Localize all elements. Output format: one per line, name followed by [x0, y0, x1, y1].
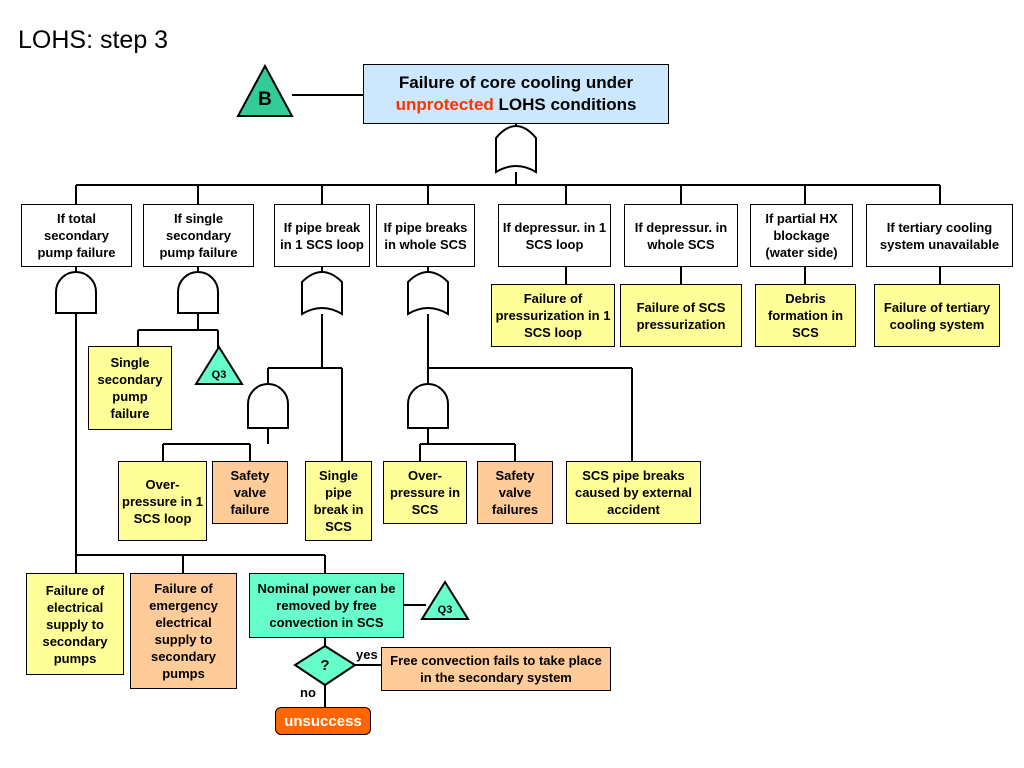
event-safety-valves: Safety valve failures [477, 461, 553, 524]
top-event-rest: LOHS conditions [493, 95, 637, 114]
event-single-pump-failure: Single secondary pump failure [88, 346, 172, 430]
event-free-convection-fails: Free convection fails to take place in t… [381, 647, 611, 691]
top-event-red: unprotected [395, 95, 494, 114]
and-gate-icon-2 [177, 271, 219, 314]
transfer-triangle-icon [236, 63, 294, 117]
condition-single-pump: If single secondary pump failure [143, 204, 254, 267]
event-debris-formation: Debris formation in SCS [755, 284, 856, 347]
condition-pipe-break-whole: If pipe breaks in whole SCS [376, 204, 475, 267]
condition-depressur-whole: If depressur. in whole SCS [624, 204, 738, 267]
transfer-b-label: B [258, 89, 272, 110]
event-safety-valve: Safety valve failure [212, 461, 288, 524]
q3-label-2: Q3 [438, 604, 453, 616]
q3-triangle-icon [194, 345, 244, 385]
event-fail-tertiary: Failure of tertiary cooling system [874, 284, 1000, 347]
outcome-unsuccess: unsuccess [275, 707, 371, 735]
and-gate-icon-4 [407, 383, 449, 429]
or-gate-icon-2 [301, 271, 343, 316]
top-event-box: Failure of core cooling under unprotecte… [363, 64, 669, 124]
condition-depressur-loop: If depressur. in 1 SCS loop [498, 204, 611, 267]
or-gate-icon [495, 125, 537, 174]
event-overpressure-scs: Over-pressure in SCS [383, 461, 467, 524]
event-overpressure-loop: Over-pressure in 1 SCS loop [118, 461, 207, 541]
event-nominal-power: Nominal power can be removed by free con… [249, 573, 404, 638]
top-event-line1: Failure of core cooling under [398, 73, 634, 92]
condition-tertiary: If tertiary cooling system unavailable [866, 204, 1013, 267]
or-gate-icon-3 [407, 271, 449, 316]
decision-no-label: no [300, 685, 316, 700]
event-single-pipe-break: Single pipe break in SCS [305, 461, 372, 541]
decision-diamond-icon [293, 644, 357, 687]
event-electrical-supply: Failure of electrical supply to secondar… [26, 573, 124, 675]
condition-pipe-break-loop: If pipe break in 1 SCS loop [274, 204, 370, 267]
page-title: LOHS: step 3 [18, 26, 169, 54]
event-emergency-supply: Failure of emergency electrical supply t… [130, 573, 237, 689]
event-external-accident: SCS pipe breaks caused by external accid… [566, 461, 701, 524]
and-gate-icon [55, 271, 97, 314]
event-fail-pressurization-loop: Failure of pressurization in 1 SCS loop [491, 284, 615, 347]
condition-hx-blockage: If partial HX blockage (water side) [750, 204, 853, 267]
decision-symbol: ? [320, 657, 329, 674]
and-gate-icon-3 [247, 383, 289, 429]
condition-total-pump: If total secondary pump failure [21, 204, 132, 267]
q3-label: Q3 [212, 369, 227, 381]
decision-yes-label: yes [356, 647, 378, 662]
q3-triangle-icon-2 [420, 580, 470, 620]
event-fail-scs-pressurization: Failure of SCS pressurization [620, 284, 742, 347]
